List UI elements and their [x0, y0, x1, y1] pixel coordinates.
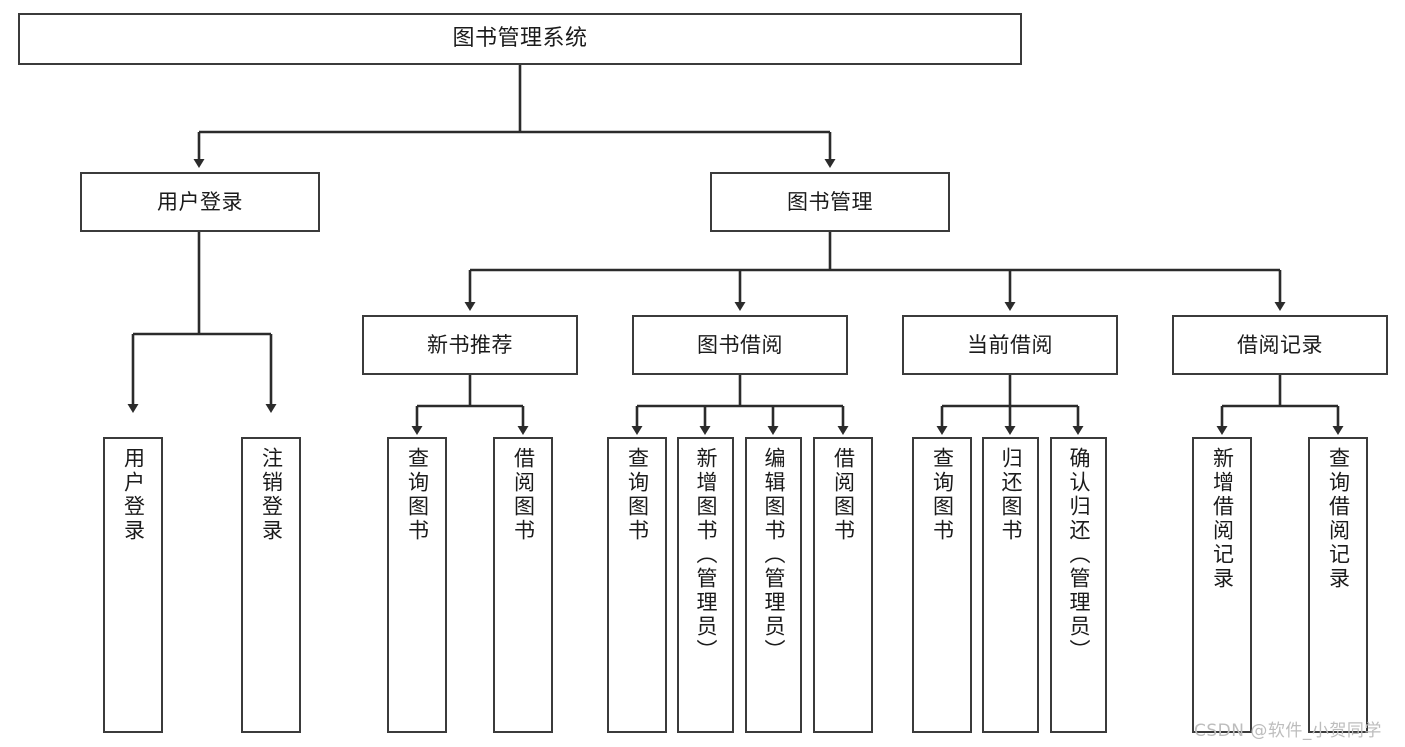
- node-borrow-record-label: 借阅记录: [1237, 332, 1323, 357]
- node-leaf-add-record-label: 新增借阅记录: [1210, 447, 1235, 591]
- node-leaf-query-record-label: 查询借阅记录: [1326, 447, 1351, 591]
- node-leaf-query-book-2-label: 查询图书: [625, 447, 650, 543]
- node-leaf-edit-book[interactable]: 编辑图书（管理员）: [745, 437, 802, 733]
- node-new-book-rec-label: 新书推荐: [427, 332, 513, 357]
- node-borrow-record[interactable]: 借阅记录: [1172, 315, 1388, 375]
- watermark: CSDN @软件_小贺同学: [1194, 721, 1382, 741]
- node-leaf-borrow-book-2-label: 借阅图书: [831, 447, 856, 543]
- node-user-login-label: 用户登录: [157, 189, 243, 214]
- node-leaf-edit-book-label: 编辑图书（管理员）: [762, 447, 786, 663]
- node-leaf-return-book[interactable]: 归还图书: [982, 437, 1039, 733]
- node-new-book-rec[interactable]: 新书推荐: [362, 315, 578, 375]
- node-current-borrow[interactable]: 当前借阅: [902, 315, 1118, 375]
- node-leaf-borrow-book-2[interactable]: 借阅图书: [813, 437, 873, 733]
- node-leaf-user-login[interactable]: 用户登录: [103, 437, 163, 733]
- node-leaf-query-book-3-label: 查询图书: [930, 447, 955, 543]
- node-leaf-add-book[interactable]: 新增图书（管理员）: [677, 437, 734, 733]
- node-leaf-return-book-label: 归还图书: [999, 447, 1023, 543]
- node-leaf-query-book-3[interactable]: 查询图书: [912, 437, 972, 733]
- node-leaf-user-login-label: 用户登录: [121, 447, 146, 543]
- node-book-borrow-label: 图书借阅: [697, 332, 783, 357]
- node-leaf-add-book-label: 新增图书（管理员）: [694, 447, 718, 663]
- node-current-borrow-label: 当前借阅: [967, 332, 1053, 357]
- node-leaf-user-logout[interactable]: 注销登录: [241, 437, 301, 733]
- node-leaf-borrow-book-1-label: 借阅图书: [511, 447, 536, 543]
- node-leaf-confirm-return[interactable]: 确认归还（管理员）: [1050, 437, 1107, 733]
- node-leaf-add-record[interactable]: 新增借阅记录: [1192, 437, 1252, 733]
- node-leaf-query-book-1[interactable]: 查询图书: [387, 437, 447, 733]
- node-leaf-confirm-return-label: 确认归还（管理员）: [1067, 447, 1091, 663]
- node-book-manage[interactable]: 图书管理: [710, 172, 950, 232]
- node-leaf-borrow-book-1[interactable]: 借阅图书: [493, 437, 553, 733]
- node-root-label: 图书管理系统: [452, 26, 588, 52]
- node-book-borrow[interactable]: 图书借阅: [632, 315, 848, 375]
- node-user-login[interactable]: 用户登录: [80, 172, 320, 232]
- node-leaf-user-logout-label: 注销登录: [259, 447, 284, 543]
- node-root[interactable]: 图书管理系统: [18, 13, 1022, 65]
- node-leaf-query-record[interactable]: 查询借阅记录: [1308, 437, 1368, 733]
- node-leaf-query-book-2[interactable]: 查询图书: [607, 437, 667, 733]
- node-leaf-query-book-1-label: 查询图书: [405, 447, 430, 543]
- node-book-manage-label: 图书管理: [787, 189, 873, 214]
